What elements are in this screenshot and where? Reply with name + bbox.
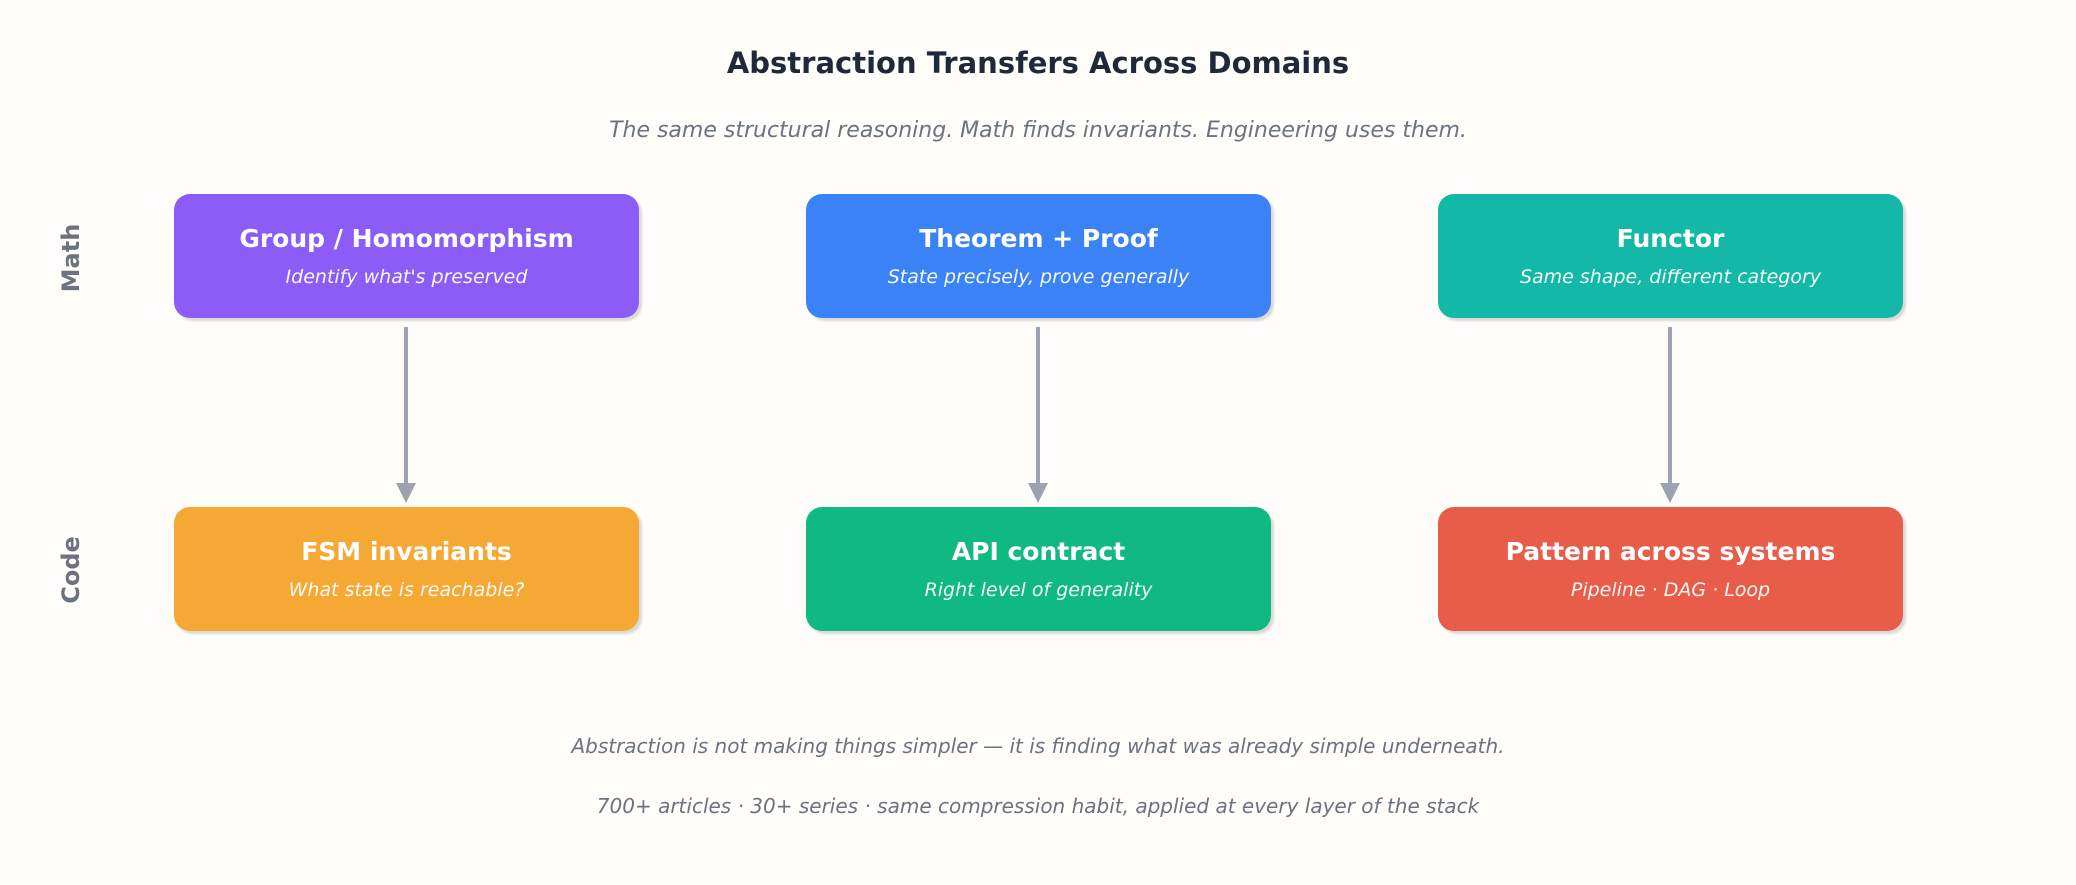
footer-quote: Abstraction is not making things simpler…	[571, 734, 1505, 758]
box-title: FSM invariants	[301, 537, 512, 566]
box-subtitle: Pipeline · DAG · Loop	[1570, 579, 1771, 601]
box-subtitle: State precisely, prove generally	[887, 266, 1190, 288]
arrowhead-icon	[1660, 483, 1680, 503]
diagram-subtitle: The same structural reasoning. Math find…	[609, 118, 1467, 143]
box-pattern-across-systems: Pattern across systems Pipeline · DAG · …	[1438, 507, 1903, 631]
arrowhead-icon	[1028, 483, 1048, 503]
box-functor: Functor Same shape, different category	[1438, 194, 1903, 318]
box-title: Functor	[1616, 224, 1725, 253]
arrow-theorem-to-api	[1028, 327, 1048, 503]
box-subtitle: What state is reachable?	[288, 579, 525, 601]
arrow-group-to-fsm	[396, 327, 416, 503]
box-subtitle: Same shape, different category	[1519, 266, 1822, 288]
box-subtitle: Identify what's preserved	[285, 266, 528, 288]
arrowhead-icon	[396, 483, 416, 503]
box-title: API contract	[951, 537, 1126, 566]
box-title: Theorem + Proof	[919, 224, 1158, 253]
box-subtitle: Right level of generality	[924, 579, 1153, 601]
box-title: Group / Homomorphism	[239, 224, 574, 253]
arrow-functor-to-pattern	[1660, 327, 1680, 503]
box-title: Pattern across systems	[1505, 537, 1836, 566]
box-fsm-invariants: FSM invariants What state is reachable?	[174, 507, 639, 631]
box-theorem-proof: Theorem + Proof State precisely, prove g…	[806, 194, 1271, 318]
box-group-homomorphism: Group / Homomorphism Identify what's pre…	[174, 194, 639, 318]
diagram-title: Abstraction Transfers Across Domains	[726, 46, 1350, 80]
footer-stats: 700+ articles · 30+ series · same compre…	[596, 794, 1480, 818]
box-api-contract: API contract Right level of generality	[806, 507, 1271, 631]
